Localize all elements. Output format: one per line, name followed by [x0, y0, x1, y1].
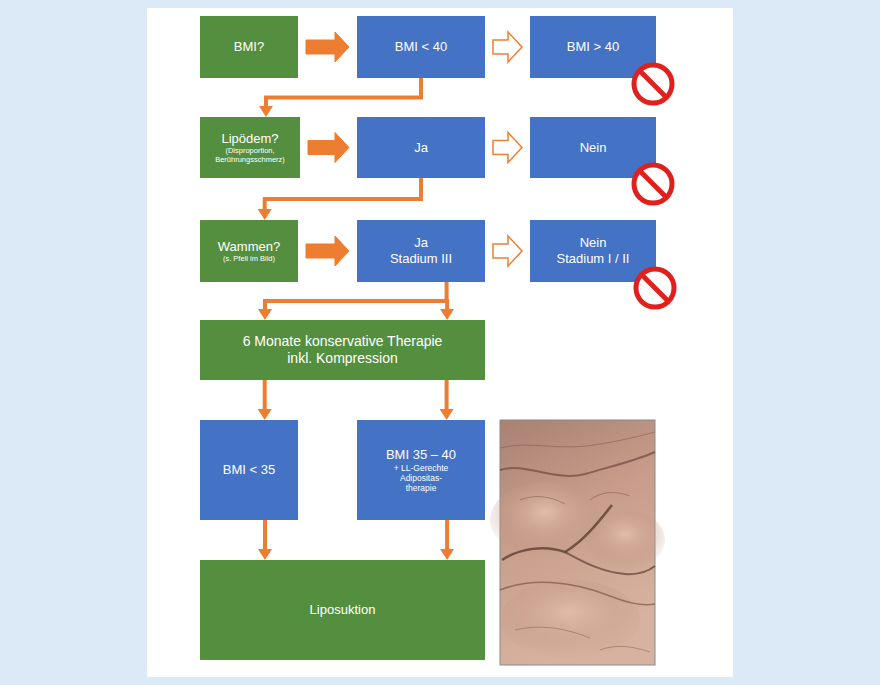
block-arrow: [306, 32, 349, 62]
answer-box: BMI < 40: [357, 16, 485, 78]
answer-box: BMI 35 – 40+ LL-Gerechte Adipositas-ther…: [357, 420, 485, 520]
connector: [258, 282, 454, 320]
box-label: Ja: [414, 140, 428, 156]
box-label: BMI?: [234, 39, 264, 55]
block-arrow: [306, 236, 349, 266]
box-note: Stadium III: [390, 251, 452, 267]
box-note: + LL-Gerechte Adipositas-therapie: [385, 463, 457, 494]
connector: [258, 380, 272, 420]
box-label: BMI > 40: [567, 39, 619, 55]
connector: [306, 236, 349, 266]
box-label: 6 Monate konservative Therapie inkl. Kom…: [235, 333, 450, 367]
flow-line: [265, 178, 421, 211]
connector: [308, 133, 349, 163]
question-box: Wammen?(s. Pfeil im Bild): [200, 220, 298, 282]
box-label: Lipödem?: [221, 131, 278, 147]
connector: [258, 178, 421, 220]
arrow-head: [258, 549, 272, 560]
box-note: (Disproportion, Berührungsschmerz): [205, 146, 295, 164]
answer-box: JaStadium III: [357, 220, 485, 282]
outline-arrow: [493, 32, 522, 62]
box-label: Nein: [580, 140, 607, 156]
arrow-head: [258, 209, 272, 220]
arrow-head: [440, 409, 454, 420]
answer-box: Nein: [530, 117, 656, 178]
answer-box: BMI < 35: [200, 420, 298, 520]
flow-line: [263, 520, 267, 551]
answer-box: BMI > 40: [530, 16, 656, 78]
box-label: BMI < 40: [395, 39, 447, 55]
box-label: BMI < 35: [223, 462, 275, 478]
connector: [306, 32, 349, 62]
box-note: (s. Pfeil im Bild): [223, 254, 275, 263]
connector: [493, 236, 522, 266]
flow-line: [263, 380, 267, 411]
connector: [493, 133, 522, 163]
arrow-head: [440, 549, 454, 560]
question-box: Liposuktion: [200, 560, 485, 660]
box-label: Liposuktion: [310, 602, 376, 618]
flow-line: [445, 380, 449, 411]
prohibition-sign: [634, 65, 672, 103]
connector: [258, 520, 272, 560]
prohibition-sign: [636, 269, 674, 307]
answer-box: Ja: [357, 117, 485, 178]
prohibition-sign: [634, 165, 672, 203]
box-label: Nein: [580, 235, 607, 251]
arrow-head: [440, 309, 454, 320]
arrow-head: [258, 409, 272, 420]
connector: [493, 32, 522, 62]
question-box: 6 Monate konservative Therapie inkl. Kom…: [200, 320, 485, 380]
box-label: Wammen?: [218, 239, 280, 255]
outline-arrow: [493, 236, 522, 266]
skin-photo: [490, 420, 665, 665]
flow-line: [265, 282, 447, 301]
arrow-head: [258, 309, 272, 320]
box-label: BMI 35 – 40: [386, 447, 456, 463]
block-arrow: [308, 133, 349, 163]
outline-arrow: [493, 133, 522, 163]
question-box: BMI?: [200, 16, 298, 78]
box-note: Stadium I / II: [557, 251, 630, 267]
question-box: Lipödem?(Disproportion, Berührungsschmer…: [200, 117, 300, 178]
box-label: Ja: [414, 235, 428, 251]
arrow-head: [259, 106, 273, 117]
flow-line: [266, 78, 421, 108]
connector: [440, 380, 454, 420]
white-panel: [147, 8, 733, 677]
connector: [259, 78, 421, 117]
connector: [440, 520, 454, 560]
flow-line: [445, 520, 449, 551]
answer-box: NeinStadium I / II: [530, 220, 656, 282]
